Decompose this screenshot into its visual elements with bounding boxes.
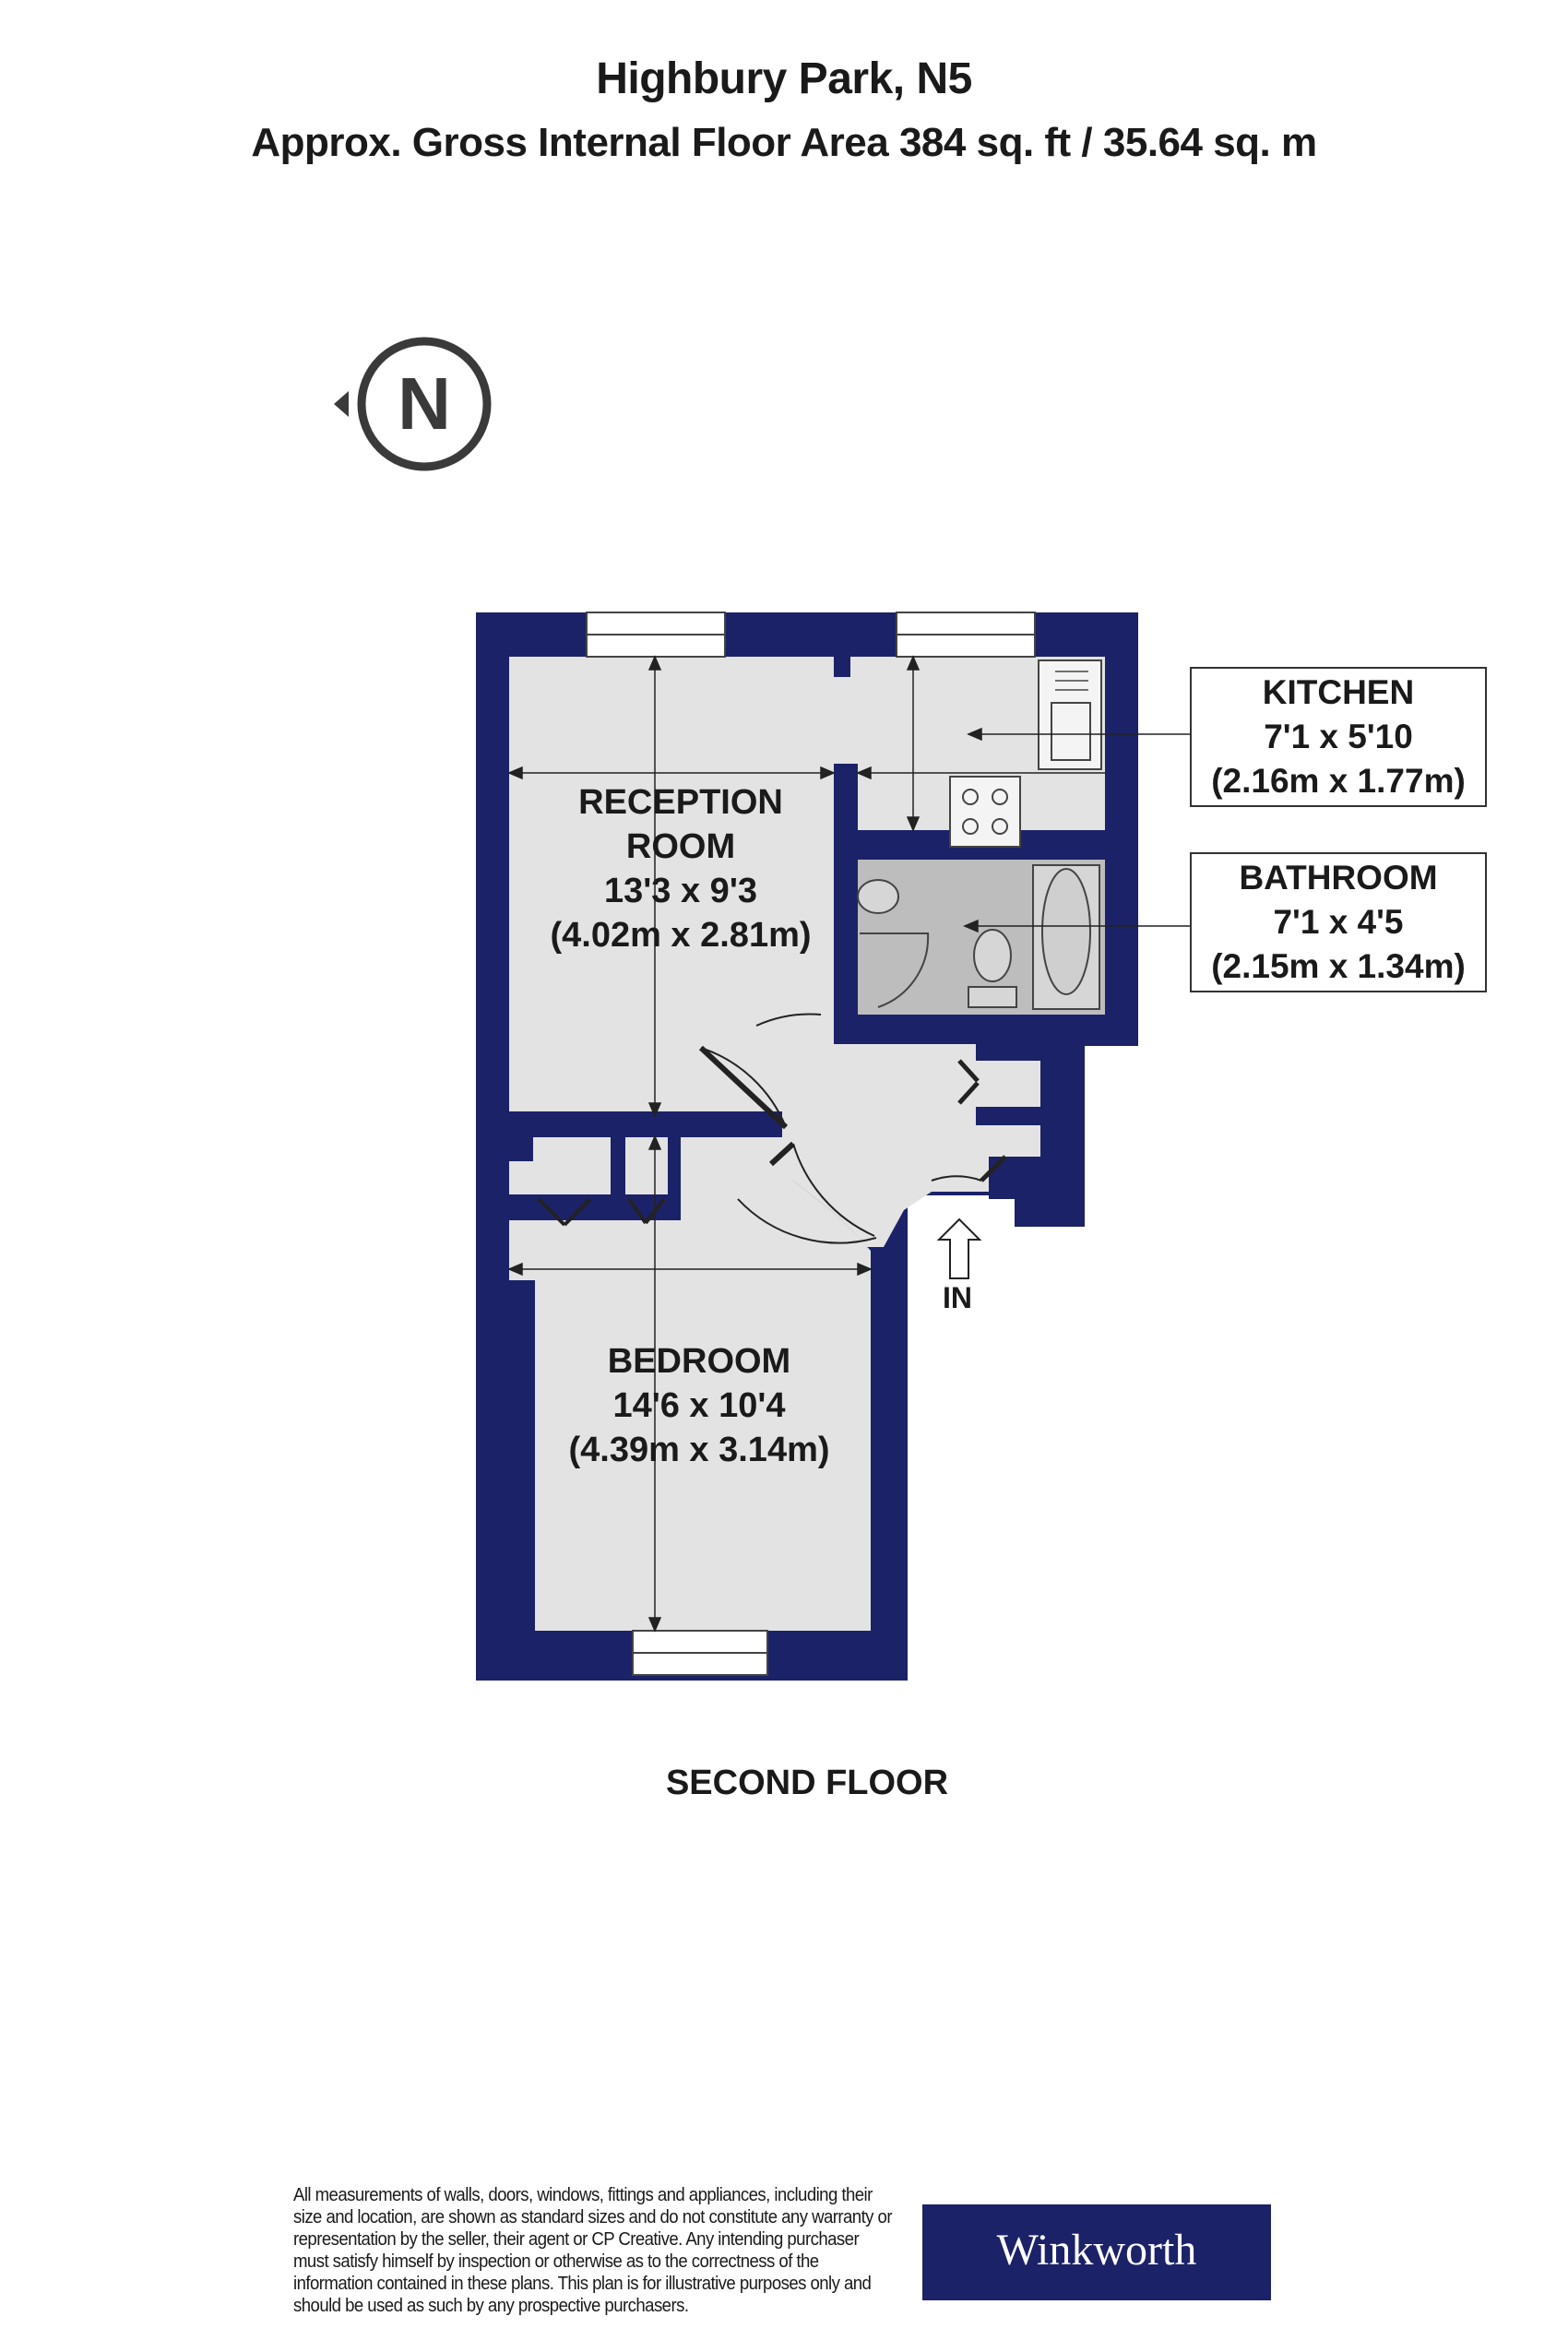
compass-icon: N [334, 337, 492, 471]
doors [537, 1013, 1007, 1244]
bathroom-name: BATHROOM [1239, 859, 1438, 897]
bedroom-imperial: 14'6 x 10'4 [612, 1386, 785, 1425]
reception-metric: (4.02m x 2.81m) [550, 916, 811, 955]
bathroom-fittings [857, 864, 1100, 1010]
kitchen-callout: KITCHEN 7'1 x 5'10 (2.16m x 1.77m) [1190, 667, 1487, 807]
floor-name: SECOND FLOOR [665, 1764, 949, 1802]
kitchen-name: KITCHEN [1262, 673, 1415, 711]
kitchen-fittings [949, 659, 1102, 848]
dimension-lines [507, 655, 1190, 1633]
windows [586, 612, 1036, 1676]
plan-title: Highbury Park, N5 [596, 54, 972, 103]
reception-name-line1: RECEPTION [578, 783, 783, 822]
kitchen-metric: (2.16m x 1.77m) [1211, 762, 1466, 800]
kitchen-imperial: 7'1 x 5'10 [1264, 718, 1413, 755]
compass-letter: N [398, 362, 451, 445]
bedroom-label: BEDROOM 14'6 x 10'4 (4.39m x 3.14m) [568, 1342, 829, 1469]
entrance-label: IN [943, 1281, 972, 1314]
reception-imperial: 13'3 x 9'3 [604, 872, 757, 910]
brand-name: Winkworth [996, 2226, 1197, 2275]
entrance-arrow-icon [936, 1218, 982, 1279]
bathroom-metric: (2.15m x 1.34m) [1211, 947, 1466, 985]
bathroom-imperial: 7'1 x 4'5 [1273, 903, 1404, 941]
bathroom-callout: BATHROOM 7'1 x 4'5 (2.15m x 1.34m) [1190, 852, 1487, 992]
reception-name-line2: ROOM [626, 827, 735, 866]
reception-label: RECEPTION ROOM 13'3 x 9'3 (4.02m x 2.81m… [550, 783, 811, 955]
bedroom-name: BEDROOM [608, 1342, 790, 1381]
disclaimer-text: All measurements of walls, doors, window… [293, 2185, 893, 2316]
floor-area-subtitle: Approx. Gross Internal Floor Area 384 sq… [251, 120, 1317, 165]
brand-logo: Winkworth [922, 2204, 1271, 2300]
bedroom-metric: (4.39m x 3.14m) [568, 1431, 829, 1469]
internal-walls [509, 657, 1138, 1220]
